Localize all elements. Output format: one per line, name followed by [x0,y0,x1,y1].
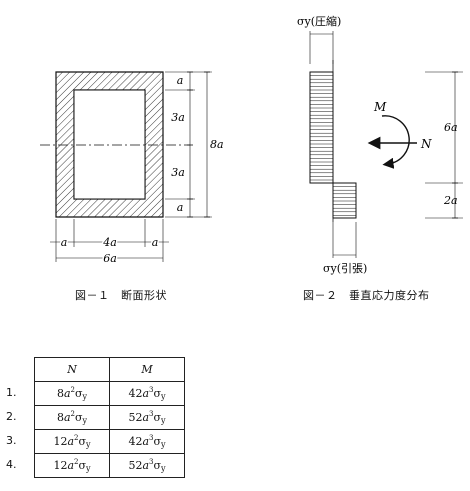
table-header-row: N M [34,357,185,382]
stress-distribution-figure: σy(圧縮) σy(引張) M N [297,14,463,275]
header-m: M [109,357,185,382]
dim-a-right: a [152,236,159,249]
cell-n: 8a2σy [34,405,110,430]
sigma-compression-label: σy(圧縮) [297,14,341,28]
figure-2-caption: 図－２ 垂直応力度分布 [303,289,430,302]
dim-8a: 8a [210,138,224,151]
cell-n: 12a2σy [34,429,110,454]
table-row: 12a2σy 42a3σy [34,429,185,454]
dim-a-left: a [61,236,68,249]
compression-block [309,71,334,184]
dim-2a-stress: 2a [443,194,458,207]
cell-m: 42a3σy [109,429,185,454]
dim-3a-upper: 3a [171,111,185,124]
choice-number: 3. [6,434,17,447]
tension-block [332,182,357,219]
choice-number: 1. [6,386,17,399]
sigma-tension-label: σy(引張) [323,261,367,275]
table-row: 8a2σy 42a3σy [34,381,185,406]
table-row: 12a2σy 52a3σy [34,453,185,478]
moment-label: M [373,100,387,114]
dim-6a-stress: 6a [444,121,458,134]
answer-table: N M 8a2σy 42a3σy 8a2σy 52a3σy 12a2σy 42a… [34,357,185,478]
cell-n: 12a2σy [34,453,110,478]
dim-3a-lower: 3a [171,166,185,179]
dim-a-top: a [177,74,184,87]
figure-1-caption: 図－１ 断面形状 [75,289,167,302]
dim-6a: 6a [103,252,117,265]
cell-n: 8a2σy [34,381,110,406]
header-n: N [34,357,110,382]
choice-number: 2. [6,410,17,423]
table-row: 8a2σy 52a3σy [34,405,185,430]
choice-number: 4. [6,458,17,471]
dim-4a: 4a [102,236,117,249]
cross-section-figure: a 3a 3a a 8a a 4a a 6a [40,71,224,267]
cell-m: 52a3σy [109,453,185,478]
cell-m: 42a3σy [109,381,185,406]
dim-a-bottom: a [177,201,184,214]
cell-m: 52a3σy [109,405,185,430]
moment-arrow [381,115,410,169]
axial-label: N [420,137,432,151]
